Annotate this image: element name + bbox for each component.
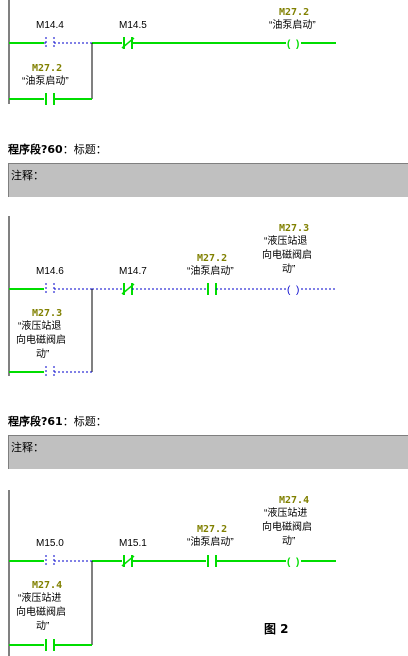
comment-label: 注释：: [11, 169, 44, 182]
contact-address: M27.2: [197, 524, 227, 535]
network-60-comment-box[interactable]: 注释：: [8, 163, 408, 197]
coil-address: M27.4: [279, 495, 309, 506]
network-61-title: 程序段?61：标题：: [8, 413, 107, 429]
contact-symbol-line1: “液压站进: [18, 591, 61, 604]
contact-m15-0[interactable]: [45, 555, 55, 567]
contact-symbol: “油泵启动”: [22, 74, 69, 87]
contact-symbol: “油泵启动”: [187, 535, 234, 548]
contact-m14-6[interactable]: [45, 283, 55, 295]
contact-m27-4-branch[interactable]: [45, 639, 55, 651]
contact-symbol-line1: “液压站退: [18, 319, 61, 332]
network-60-title: 程序段?60：标题：: [8, 141, 107, 157]
network-60: ( ) M14.6 M14.7 M27.2 “油泵启动” M27.3 “液压站退…: [8, 216, 336, 378]
contact-m27-2-branch[interactable]: [45, 93, 55, 105]
coil-m27-4[interactable]: ( ): [287, 557, 299, 568]
figure-caption: 图 2: [264, 622, 289, 636]
coil-symbol-line3: 动”: [282, 263, 295, 275]
contact-label: M14.5: [119, 20, 147, 31]
contact-label: M14.4: [36, 20, 64, 31]
coil-m27-2[interactable]: ( ): [287, 39, 299, 50]
svg-text:(: (: [287, 557, 291, 568]
contact-address: M27.2: [32, 63, 62, 74]
coil-symbol-line2: 向电磁阀启: [262, 248, 312, 261]
network-59: ( ) M14.4 M14.5 M27.2 “油泵启动” M27.2 “油泵启动…: [8, 0, 336, 105]
coil-symbol-line1: “液压站进: [264, 506, 307, 519]
svg-text:): ): [296, 557, 299, 568]
network-title-label: ：标题：: [62, 415, 107, 428]
contact-symbol-line3: 动”: [36, 620, 49, 632]
contact-label: M15.1: [119, 538, 147, 549]
contact-address: M27.4: [32, 580, 62, 591]
svg-text:): ): [296, 39, 299, 50]
contact-symbol-line3: 动”: [36, 348, 49, 360]
coil-address: M27.2: [279, 7, 309, 18]
contact-m27-2[interactable]: [207, 283, 217, 295]
network-number: 程序段?60: [8, 143, 63, 156]
contact-label: M15.0: [36, 538, 64, 549]
network-title-label: ：标题：: [62, 143, 107, 156]
svg-text:): ): [296, 285, 299, 296]
network-number: 程序段?61: [8, 415, 63, 428]
contact-m27-2[interactable]: [207, 555, 217, 567]
svg-text:(: (: [287, 285, 291, 296]
coil-address: M27.3: [279, 223, 309, 234]
coil-symbol-line2: 向电磁阀启: [262, 520, 312, 533]
coil-symbol: “油泵启动”: [269, 18, 316, 31]
coil-m27-3[interactable]: ( ): [287, 285, 299, 296]
svg-text:(: (: [287, 39, 291, 50]
contact-label: M14.6: [36, 266, 64, 277]
contact-symbol-line2: 向电磁阀启: [16, 605, 66, 618]
coil-symbol-line1: “液压站退: [264, 234, 307, 247]
contact-symbol: “油泵启动”: [187, 264, 234, 277]
comment-label: 注释：: [11, 441, 44, 454]
contact-symbol-line2: 向电磁阀启: [16, 333, 66, 346]
contact-address: M27.2: [197, 253, 227, 264]
contact-m14-4[interactable]: [44, 37, 55, 49]
contact-address: M27.3: [32, 308, 62, 319]
coil-symbol-line3: 动”: [282, 535, 295, 547]
contact-label: M14.7: [119, 266, 147, 277]
contact-m27-3-branch[interactable]: [45, 366, 55, 378]
network-61: ( ) M15.0 M15.1 M27.2 “油泵启动” M27.4 “液压站进…: [8, 490, 336, 656]
network-61-comment-box[interactable]: 注释：: [8, 435, 408, 469]
